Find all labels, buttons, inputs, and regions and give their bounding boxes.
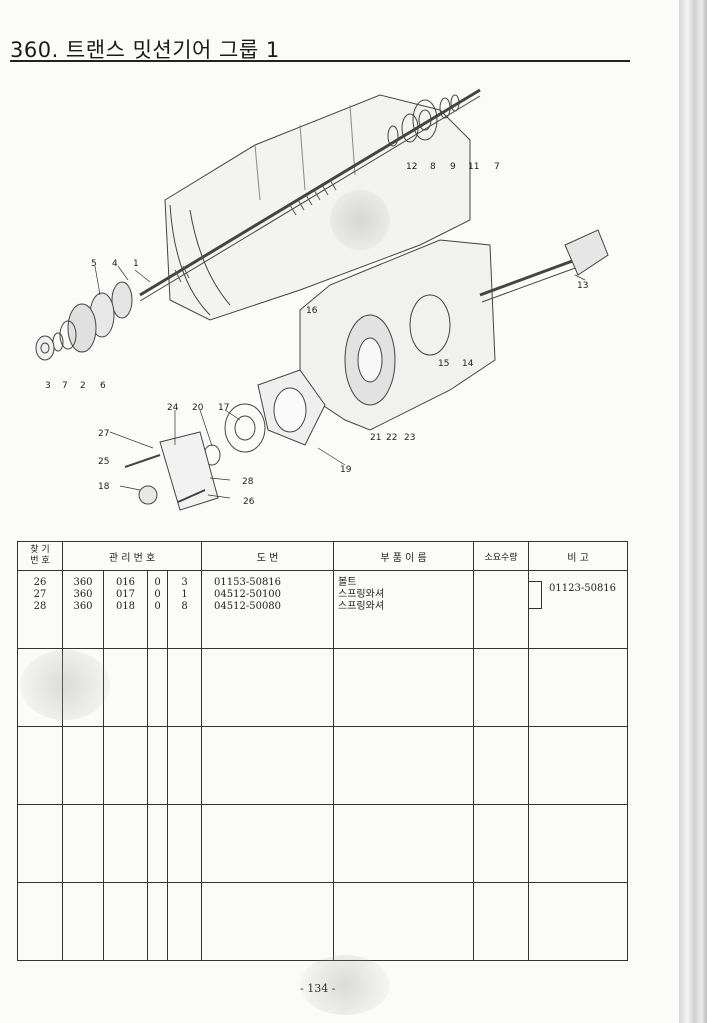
callout-7-right: 7 xyxy=(494,162,500,172)
callout-17: 17 xyxy=(218,403,229,413)
page-title: 360. 트랜스 밋션기어 그룹 1 xyxy=(10,38,280,62)
table-row-empty xyxy=(17,882,629,961)
callout-8: 8 xyxy=(430,162,436,172)
page-edge-binding xyxy=(679,0,707,1023)
callout-21: 21 xyxy=(370,433,381,443)
callout-15: 15 xyxy=(438,359,449,369)
callout-4: 4 xyxy=(112,259,118,269)
callout-1: 1 xyxy=(133,259,139,269)
header-quantity: 소요수량 xyxy=(473,541,530,571)
remark-text: 01123-50816 xyxy=(549,583,617,594)
table-header-row: 찾 기 번 호 관 리 번 호 도 번 부 품 이 름 소요수량 비 고 xyxy=(17,541,629,571)
callout-5: 5 xyxy=(91,259,97,269)
callout-22: 22 xyxy=(386,433,397,443)
callout-25: 25 xyxy=(98,457,109,467)
callout-13: 13 xyxy=(577,281,588,291)
table-row-empty xyxy=(17,726,629,805)
callout-19: 19 xyxy=(340,465,352,475)
callout-9: 9 xyxy=(450,162,456,172)
callout-2: 2 xyxy=(80,381,86,391)
remarks-cell: 01123-50816 xyxy=(528,570,629,649)
callout-6: 6 xyxy=(100,381,106,391)
scan-smudge xyxy=(20,650,110,720)
table-row-empty xyxy=(17,804,629,883)
title-underline xyxy=(10,60,630,62)
exploded-parts-diagram: 1 2 3 4 5 6 7 7 8 9 11 12 13 14 15 16 17… xyxy=(35,88,609,511)
quantity-cell xyxy=(473,570,530,649)
callout-3: 3 xyxy=(45,381,51,391)
header-remarks: 비 고 xyxy=(528,541,629,571)
callout-24: 24 xyxy=(167,403,179,413)
callout-26: 26 xyxy=(243,497,255,507)
callout-23: 23 xyxy=(404,433,415,443)
scan-smudge xyxy=(330,190,390,250)
callout-11: 11 xyxy=(468,162,479,172)
table-row-empty xyxy=(17,648,629,727)
header-ref-number: 찾 기 번 호 xyxy=(17,541,63,571)
page-number: - 134 - xyxy=(300,982,336,995)
scan-smudge xyxy=(300,955,390,1015)
callout-16: 16 xyxy=(306,306,318,316)
header-management-number: 관 리 번 호 xyxy=(61,541,203,571)
header-drawing-number: 도 번 xyxy=(201,541,335,571)
callout-20: 20 xyxy=(192,403,204,413)
callout-7-left: 7 xyxy=(62,381,68,391)
header-part-name: 부 품 이 름 xyxy=(333,541,475,571)
callout-14: 14 xyxy=(462,359,474,369)
callout-18: 18 xyxy=(98,482,110,492)
remark-bracket xyxy=(529,581,543,609)
callout-28: 28 xyxy=(242,477,254,487)
callout-27: 27 xyxy=(98,429,109,439)
callout-12: 12 xyxy=(406,162,417,172)
